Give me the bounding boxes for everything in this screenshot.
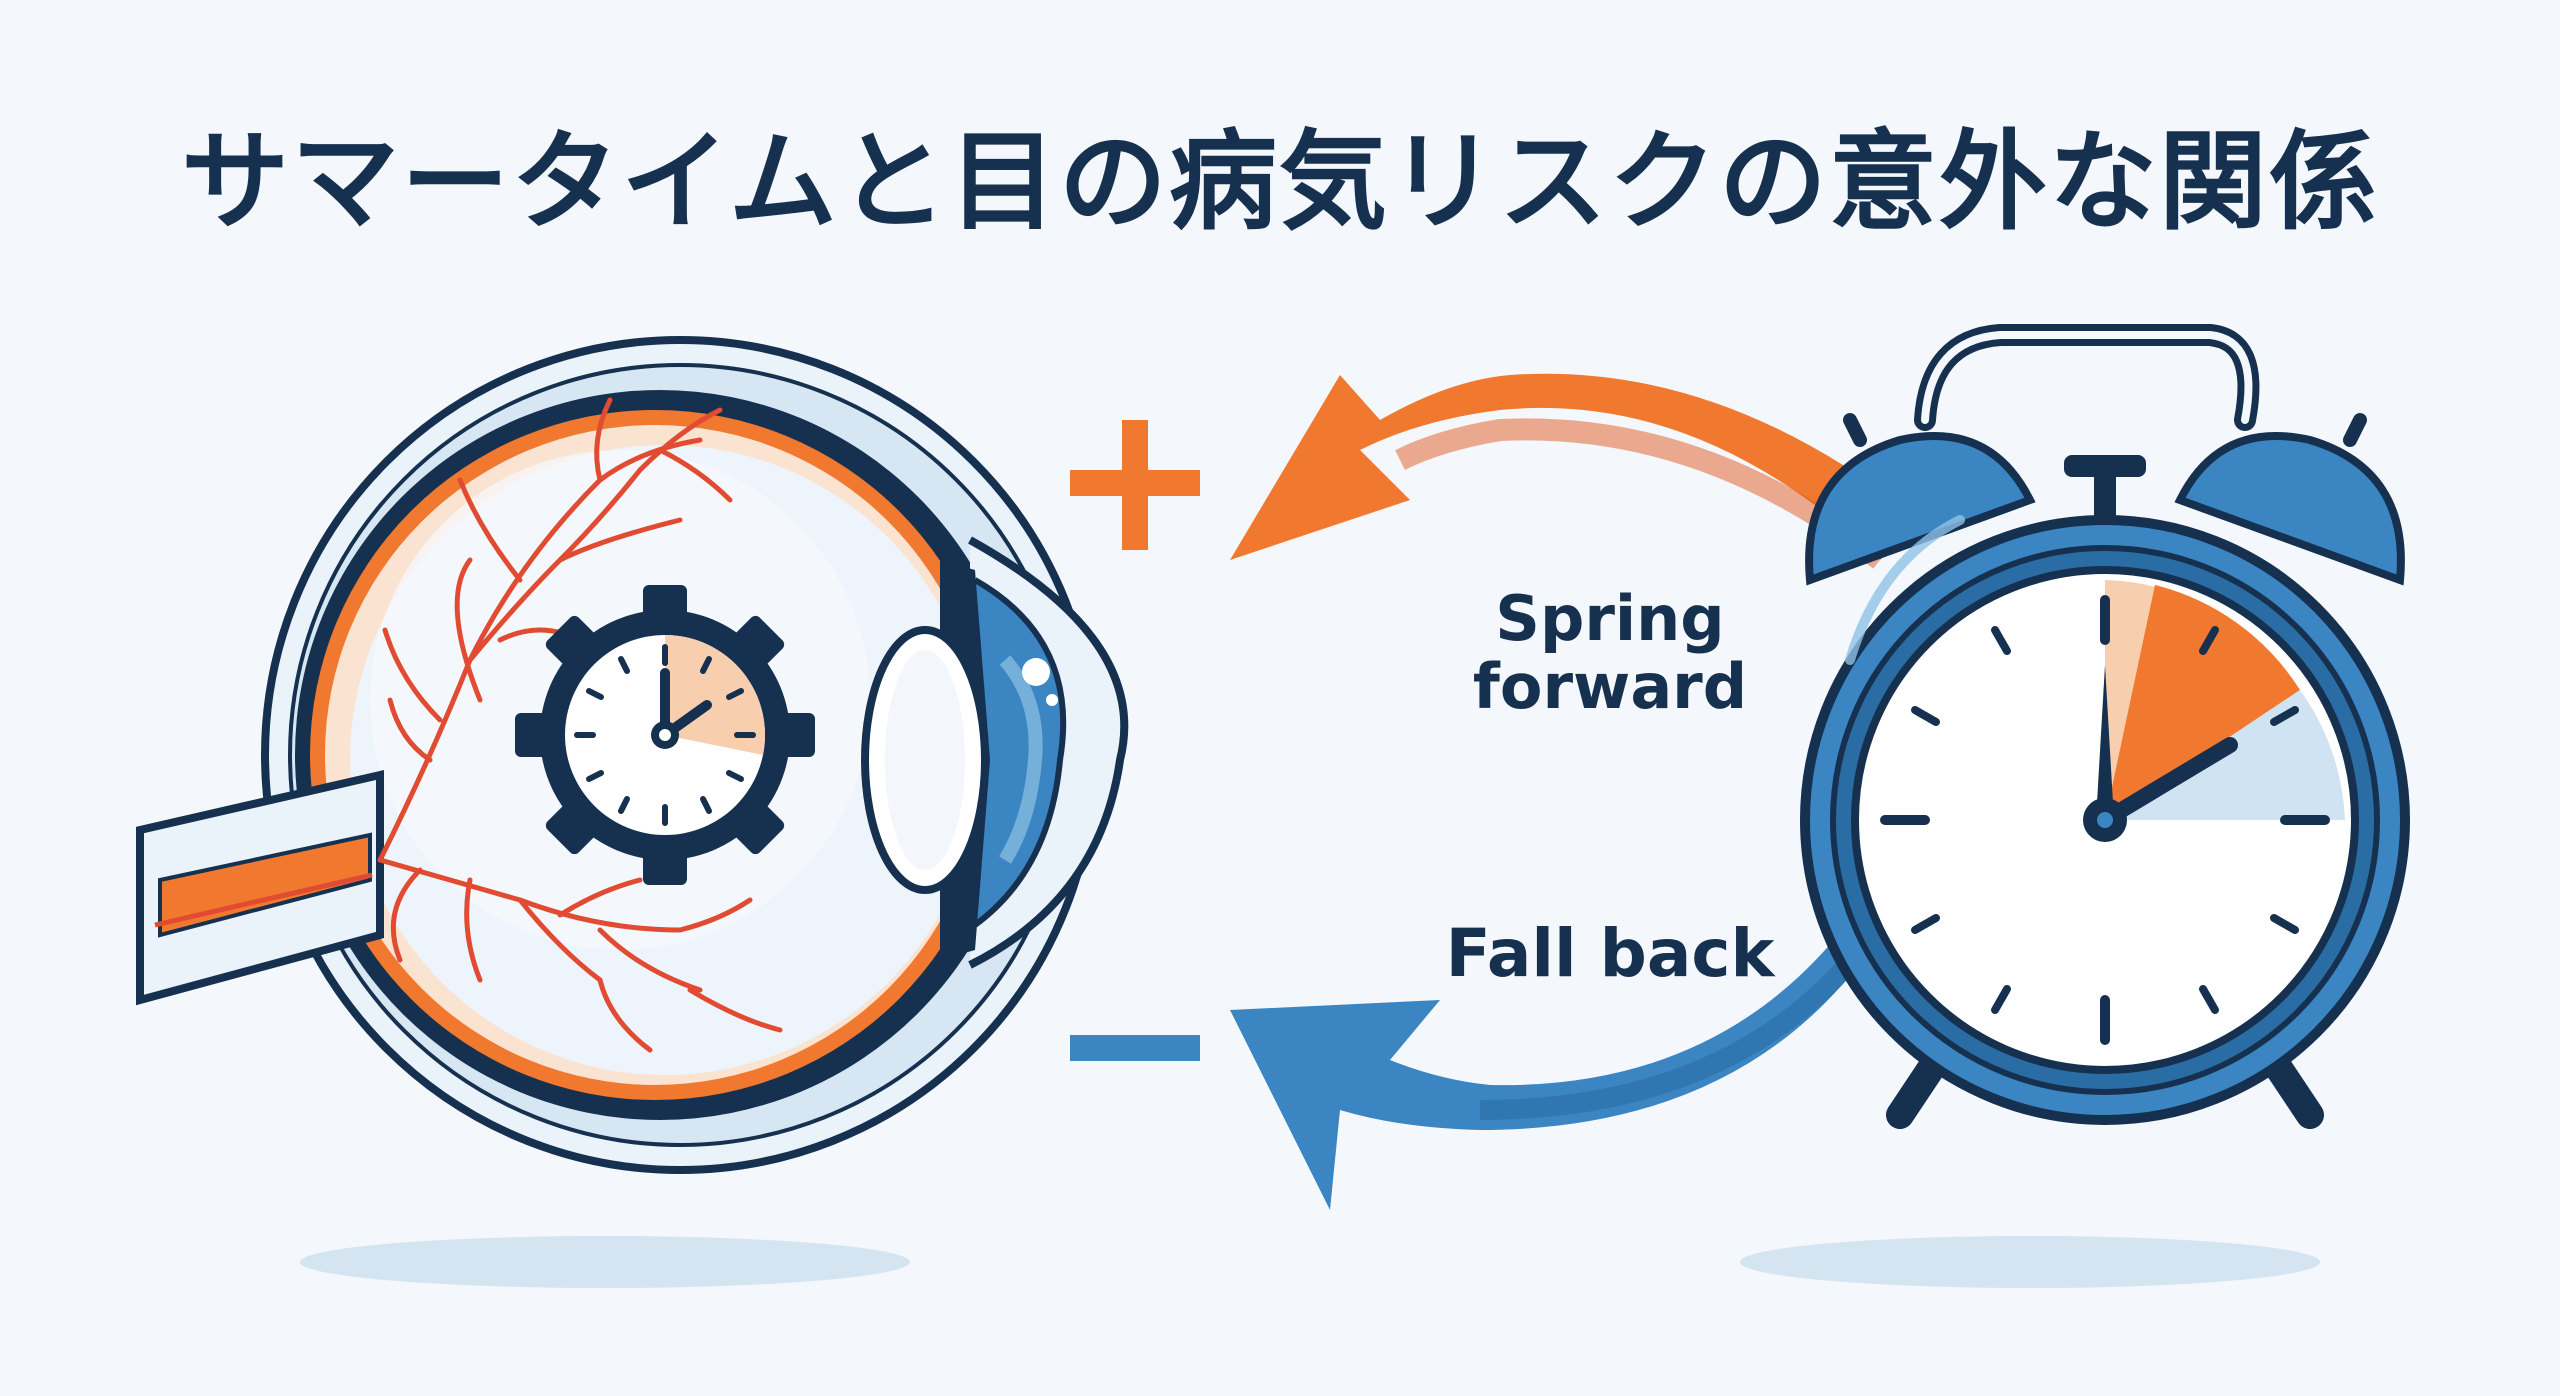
blue-arrow-icon (1230, 920, 1870, 1210)
page-title: サマータイムと目の病気リスクの意外な関係 (181, 120, 2379, 245)
eye-shadow (300, 1236, 910, 1288)
spring-forward-line2: forward (1472, 650, 1748, 724)
retina-blood-vessels-icon (377, 397, 783, 1053)
fall-back-label: Fall back (1445, 915, 1775, 992)
plus-icon (1070, 420, 1200, 550)
clock-shadow (1740, 1236, 2320, 1288)
gear-clock-icon (515, 585, 815, 885)
orange-arrow-icon (1230, 373, 1920, 569)
spring-forward-line1: Spring (1495, 582, 1725, 655)
minus-icon (1070, 1035, 1200, 1061)
spring-forward-label: Spring forward (1430, 582, 1790, 724)
alarm-clock-icon (1800, 324, 2410, 1129)
